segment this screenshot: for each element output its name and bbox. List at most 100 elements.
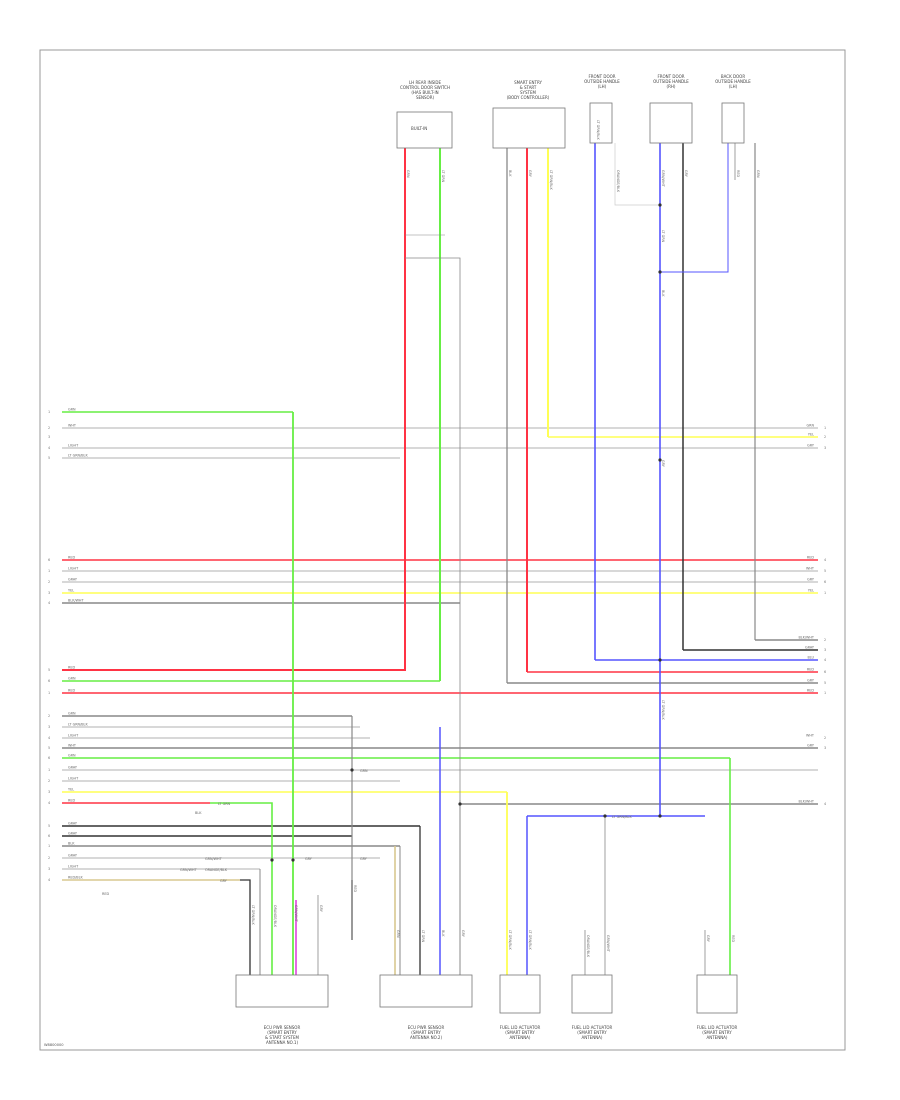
bottom-component-label: ECU PWR SENSOR xyxy=(408,1025,445,1030)
bottom-component-label: ANTENNA NO.1) xyxy=(266,1040,298,1045)
top-component-box xyxy=(492,107,566,149)
left-pin-number: 4 xyxy=(48,878,50,882)
left-pin-number: 3 xyxy=(48,725,50,729)
right-pin-number: 3 xyxy=(824,648,826,652)
wire-annotation: GRN/WHT xyxy=(205,857,223,861)
left-pin-number: 6 xyxy=(48,679,50,683)
left-pin-number: 1 xyxy=(48,569,50,573)
left-wire-label: LT GRN/BLK xyxy=(68,454,88,458)
left-pin-number: 1 xyxy=(48,844,50,848)
left-pin-number: 1 xyxy=(48,768,50,772)
left-wire-label: GRAY xyxy=(68,578,78,582)
left-wire-label: RED xyxy=(68,666,75,670)
wire-label: GRN xyxy=(406,170,410,178)
wire-label: BLK xyxy=(508,170,512,177)
left-pin-number: 6 xyxy=(48,834,50,838)
left-wire-label: LIGHT xyxy=(68,444,79,448)
right-wire-label: GRY xyxy=(807,679,815,683)
top-component-label: SYSTEM xyxy=(520,90,536,95)
left-wire-label: BLK/WHT xyxy=(68,599,84,603)
right-pin-number: 4 xyxy=(824,558,826,562)
left-wire-label: YEL xyxy=(68,788,74,792)
bottom-component-label: ANTENNA) xyxy=(707,1035,728,1040)
wire-label: BLK xyxy=(441,930,445,937)
wire-annotation: GRY xyxy=(305,857,313,861)
wire-label: GRN/WHT xyxy=(661,170,665,188)
wire-annotation: BLK xyxy=(195,811,202,815)
right-pin-number: 5 xyxy=(824,569,826,573)
splice-dot xyxy=(291,858,295,862)
right-wire-label: WHT xyxy=(806,567,815,571)
top-component-label: (HAS BUILT-IN xyxy=(411,90,438,95)
wire-annotation: RED xyxy=(102,892,109,896)
bottom-component-label: (SMART ENTRY xyxy=(411,1030,441,1035)
bottom-component-box xyxy=(696,974,738,1014)
switch-gray-wire xyxy=(405,257,461,604)
left-wire-label: WHT xyxy=(68,424,77,428)
top-component-label: LH REAR INSIDE xyxy=(409,80,442,85)
wire-label: GRN/WHT xyxy=(294,905,298,923)
splice-dot xyxy=(270,858,274,862)
left-wire-label: LIGHT xyxy=(68,777,79,781)
left-pin-number: 3 xyxy=(48,867,50,871)
bottom-component-label: ECU PWR SENSOR xyxy=(264,1025,301,1030)
left-pin-number: 2 xyxy=(48,779,50,783)
right-wire-label: GRY xyxy=(807,444,815,448)
wire-label: BLK xyxy=(661,290,665,297)
bottom-component-label: (SMART ENTRY xyxy=(267,1030,297,1035)
wire-label: LT GRN/BLK xyxy=(528,930,532,950)
wire-label: LT GRN/BLK xyxy=(251,905,255,925)
wire-annotation: GRN/WHT xyxy=(180,868,198,872)
right-pin-number: 2 xyxy=(824,638,826,642)
wire-label: LT GRN/BLK xyxy=(508,930,512,950)
left-pin-number: 6 xyxy=(48,558,50,562)
wire-label: GRN xyxy=(756,170,760,178)
right-pin-number: 4 xyxy=(824,658,826,662)
top-component-label: SMART ENTRY xyxy=(514,80,542,85)
left-pin-number: 2 xyxy=(48,714,50,718)
top-component-label: OUTSIDE HANDLE xyxy=(715,79,751,84)
left-wire-label: BLK xyxy=(68,842,75,846)
left-pin-number: 4 xyxy=(48,601,50,605)
page-id: W8800000 xyxy=(44,1043,64,1047)
wire-annotation: ORANGE/BLK xyxy=(205,868,228,872)
left-pin-number: 5 xyxy=(48,824,50,828)
left-pin-number: 4 xyxy=(48,446,50,450)
top-component-label: (RH) xyxy=(667,84,676,89)
wire-annotation: GRY xyxy=(360,857,368,861)
right-pin-number: 3 xyxy=(824,446,826,450)
left-wire-label: LT GRN/BLK xyxy=(68,723,88,727)
diagram-border xyxy=(39,49,846,1051)
top-component-label: (LH) xyxy=(598,84,607,89)
left-wire-label: GRAY xyxy=(68,766,78,770)
left-wire-label: YEL xyxy=(68,589,74,593)
top-component-label: FRONT DOOR xyxy=(588,74,615,79)
left-pin-number: 2 xyxy=(48,856,50,860)
right-wire-label: GRAY xyxy=(805,646,815,650)
left-wire-label: RED/BLK xyxy=(68,876,83,880)
top-component-box xyxy=(721,102,745,144)
left-pin-number: 5 xyxy=(48,456,50,460)
door-blue-wire xyxy=(660,143,729,273)
wire-annotation: LT GRN/BLK xyxy=(612,815,632,819)
left-pin-number: 4 xyxy=(48,736,50,740)
top-component-box xyxy=(396,111,453,149)
wire-label: ORANGE/BLK xyxy=(586,935,590,958)
bottom-component-box xyxy=(571,974,613,1014)
wire-label: GRY xyxy=(684,170,688,178)
top-component-label: SENSOR) xyxy=(416,95,435,100)
right-pin-number: 6 xyxy=(824,670,826,674)
left-wire-label: RED xyxy=(68,689,75,693)
wire-annotation: GRN xyxy=(360,769,368,773)
right-wire-label: BLU xyxy=(807,656,814,660)
left-pin-number: 2 xyxy=(48,426,50,430)
left-wire-label: WHT xyxy=(68,744,77,748)
left-pin-number: 1 xyxy=(48,691,50,695)
left-pin-number: 6 xyxy=(48,756,50,760)
wire-label: LT GRN/BLK xyxy=(549,170,553,190)
bottom-component-box xyxy=(235,974,329,1008)
left-pin-number: 3 xyxy=(48,790,50,794)
right-pin-number: 2 xyxy=(824,736,826,740)
left-wire-label: LIGHT xyxy=(68,567,79,571)
